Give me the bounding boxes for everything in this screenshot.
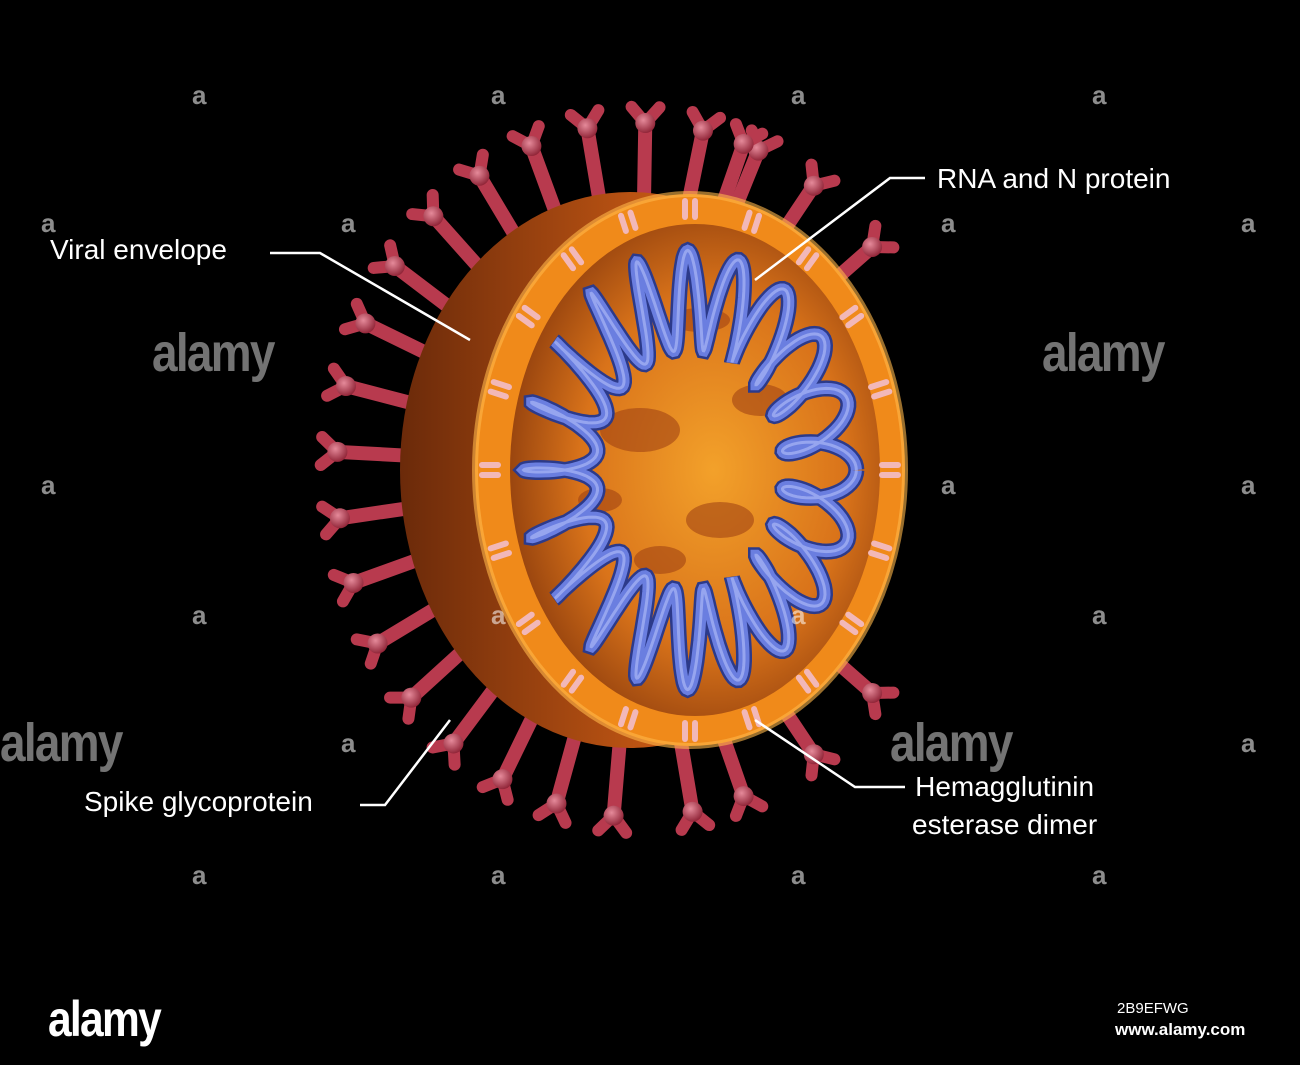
watermark-a: a <box>491 80 506 110</box>
watermark-alamy: alamy <box>1042 323 1165 383</box>
he-dimer <box>479 462 501 478</box>
label-hemagglutinin-esterase-dimer: Hemagglutinin esterase dimer <box>912 768 1097 844</box>
watermark-a: a <box>791 80 806 110</box>
spike <box>314 431 420 471</box>
label-rna-n-protein: RNA and N protein <box>937 163 1171 194</box>
hemagglutinin-esterase-dimers <box>479 198 901 742</box>
leader-lines <box>270 176 925 807</box>
he-dimer <box>879 462 901 478</box>
leader-spike <box>360 719 451 807</box>
watermark-alamy: alamy <box>890 713 1013 773</box>
watermark-a: a <box>1092 860 1107 890</box>
watermark-a: a <box>491 860 506 890</box>
watermark-a: a <box>341 728 356 758</box>
alamy-logo: alamy <box>48 991 162 1047</box>
he-dimer <box>617 209 639 234</box>
watermark-a: a <box>341 208 356 238</box>
label-spike-glycoprotein: Spike glycoprotein <box>84 786 313 817</box>
spike <box>564 104 608 213</box>
watermark-a: a <box>192 860 207 890</box>
he-dimer <box>839 611 865 636</box>
rna-n-protein-helix <box>512 241 865 699</box>
label-he-line2: esterase dimer <box>912 809 1098 840</box>
watermark-a: a <box>1092 80 1107 110</box>
watermark-a: a <box>1241 728 1256 758</box>
watermark-a: a <box>491 600 506 630</box>
he-dimer <box>795 668 820 694</box>
watermark-a: a <box>192 600 207 630</box>
watermark-a: a <box>192 80 207 110</box>
interior-mottling <box>578 308 788 574</box>
envelope-rim-texture <box>472 191 908 749</box>
watermark-a: a <box>941 470 956 500</box>
spike <box>367 239 463 320</box>
spike <box>476 702 544 806</box>
watermark-a: a <box>791 600 806 630</box>
spike <box>592 730 633 839</box>
spike <box>406 188 492 281</box>
spike <box>453 148 527 250</box>
watermark-alamy: alamy <box>0 713 123 773</box>
he-dimer <box>741 209 763 234</box>
watermark-alamy: alamy <box>152 323 275 383</box>
spike <box>321 362 426 413</box>
watermark-a: a <box>791 860 806 890</box>
leader-he <box>754 718 905 789</box>
alamy-url: www.alamy.com <box>1115 1020 1246 1039</box>
image-id: 2B9EFWG <box>1117 1000 1189 1017</box>
he-dimer <box>487 379 512 400</box>
he-dimer <box>560 246 585 272</box>
label-he-line1: Hemagglutinin <box>915 771 1095 802</box>
he-dimer <box>515 304 541 329</box>
spike <box>350 597 450 670</box>
leader-envelope <box>270 251 471 342</box>
watermark-a: a <box>1241 470 1256 500</box>
spike <box>426 674 507 771</box>
he-dimer <box>487 540 512 561</box>
spike <box>532 721 585 829</box>
he-dimer <box>839 304 865 329</box>
watermark-a: a <box>41 208 56 238</box>
watermark-a: a <box>941 208 956 238</box>
he-dimer <box>617 706 639 731</box>
watermark-a: a <box>41 470 56 500</box>
spike <box>338 297 441 364</box>
helix-highlight <box>521 248 858 692</box>
he-dimer <box>515 611 541 636</box>
watermark-a: a <box>1241 208 1256 238</box>
he-dimer <box>682 720 698 742</box>
he-dimer <box>682 198 698 220</box>
label-viral-envelope: Viral envelope <box>50 234 227 265</box>
watermark-a: a <box>1092 600 1107 630</box>
spike <box>384 639 475 725</box>
he-dimer <box>868 540 893 561</box>
he-dimer <box>560 668 585 694</box>
he-dimer <box>795 246 820 272</box>
spike <box>316 500 422 541</box>
he-dimer <box>868 379 893 400</box>
spike <box>327 550 432 608</box>
leader-rna <box>754 176 925 281</box>
spike <box>625 100 666 209</box>
spike <box>506 120 566 227</box>
